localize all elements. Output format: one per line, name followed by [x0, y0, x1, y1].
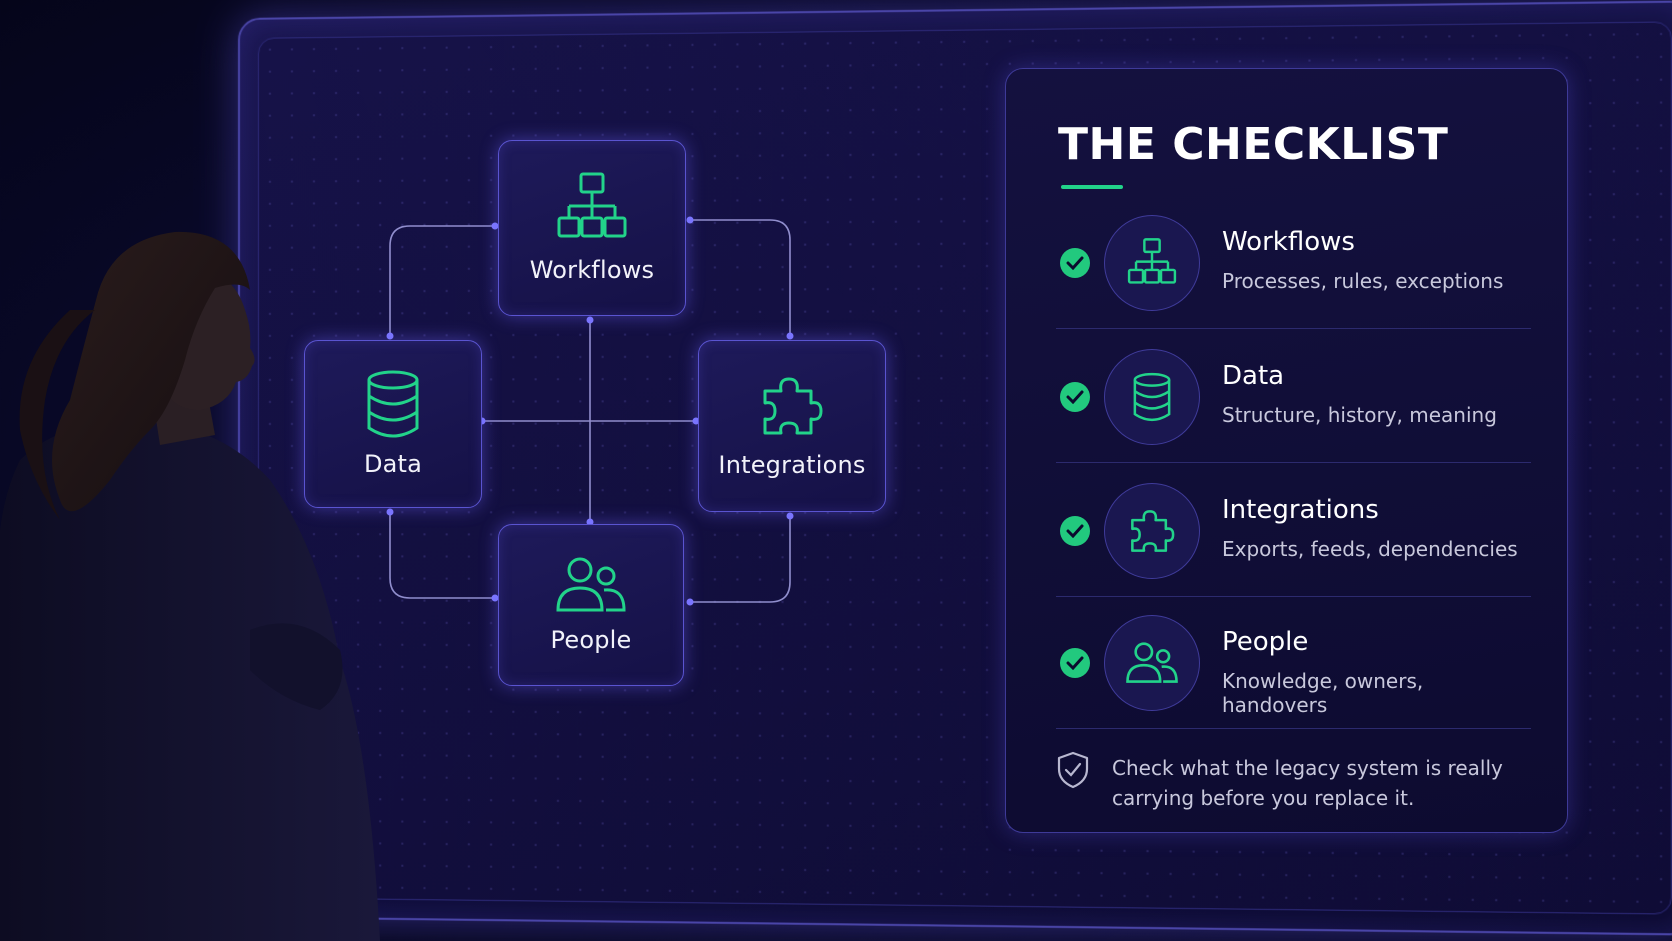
node-integrations: Integrations [698, 340, 886, 512]
org-chart-icon [557, 172, 627, 238]
system-diagram: Workflows Data Integrations [304, 140, 958, 740]
node-label: Workflows [529, 256, 655, 284]
checklist-item-integrations: Integrations Exports, feeds, dependencie… [1046, 465, 1531, 597]
person-silhouette [0, 231, 380, 941]
check-icon [1060, 648, 1090, 678]
checklist-item-people: People Knowledge, owners, handovers [1046, 597, 1531, 729]
divider [1056, 596, 1531, 597]
node-workflows: Workflows [498, 140, 686, 316]
shield-check-icon [1057, 751, 1089, 789]
check-icon [1060, 248, 1090, 278]
checklist-item-data: Data Structure, history, meaning [1046, 331, 1531, 463]
puzzle-icon [763, 377, 823, 435]
divider [1056, 728, 1531, 729]
item-title: Workflows [1222, 227, 1355, 257]
node-label: Data [363, 450, 423, 478]
item-description: Processes, rules, exceptions [1222, 269, 1504, 293]
node-label: Integrations [718, 451, 866, 479]
check-icon [1060, 516, 1090, 546]
divider [1056, 462, 1531, 463]
item-description: Structure, history, meaning [1222, 403, 1497, 427]
divider [1056, 328, 1531, 329]
item-description: Knowledge, owners, handovers [1222, 669, 1424, 717]
check-icon [1060, 382, 1090, 412]
checklist-item-workflows: Workflows Processes, rules, exceptions [1046, 197, 1531, 329]
database-icon [367, 370, 419, 438]
title-underline [1061, 185, 1123, 189]
database-icon [1104, 349, 1200, 445]
node-people: People [498, 524, 684, 686]
item-title: Data [1222, 361, 1285, 391]
node-label: People [550, 626, 632, 654]
item-title: Integrations [1222, 495, 1379, 525]
checklist-title: THE CHECKLIST [1058, 119, 1449, 170]
item-title: People [1222, 627, 1309, 657]
checklist-panel: THE CHECKLIST Workflows Processes, rules… [1005, 68, 1568, 833]
puzzle-icon [1104, 483, 1200, 579]
people-icon [556, 557, 626, 612]
people-icon [1104, 615, 1200, 711]
org-chart-icon [1104, 215, 1200, 311]
node-data: Data [304, 340, 482, 508]
item-description: Exports, feeds, dependencies [1222, 537, 1518, 561]
checklist-note: Check what the legacy system is really c… [1112, 756, 1503, 810]
